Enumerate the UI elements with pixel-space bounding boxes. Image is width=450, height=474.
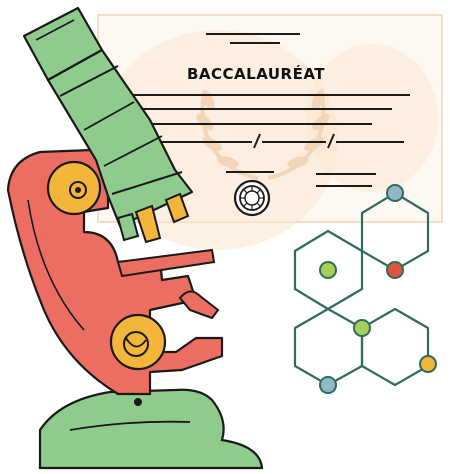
molecule-hexagon-icon bbox=[293, 184, 437, 394]
microscope-base bbox=[38, 388, 264, 470]
microscope-tube bbox=[22, 6, 194, 228]
atom-green-center bbox=[353, 319, 371, 337]
diploma-blob-right bbox=[306, 44, 438, 192]
diploma-text-lines bbox=[132, 94, 410, 187]
microscope-icon bbox=[6, 6, 264, 470]
microscope-stage bbox=[116, 248, 216, 278]
atom-red bbox=[386, 261, 404, 279]
diploma-title: BACCALAURÉAT bbox=[187, 64, 325, 83]
seal-icon bbox=[233, 179, 271, 217]
focus-knob-upper bbox=[46, 160, 102, 216]
atom-blue-bottom bbox=[319, 376, 337, 394]
atom-green-left bbox=[319, 261, 337, 279]
atom-blue-top bbox=[386, 184, 404, 202]
objective-lenses bbox=[116, 192, 190, 244]
focus-knob-lower bbox=[109, 313, 167, 371]
atom-yellow bbox=[419, 355, 437, 373]
